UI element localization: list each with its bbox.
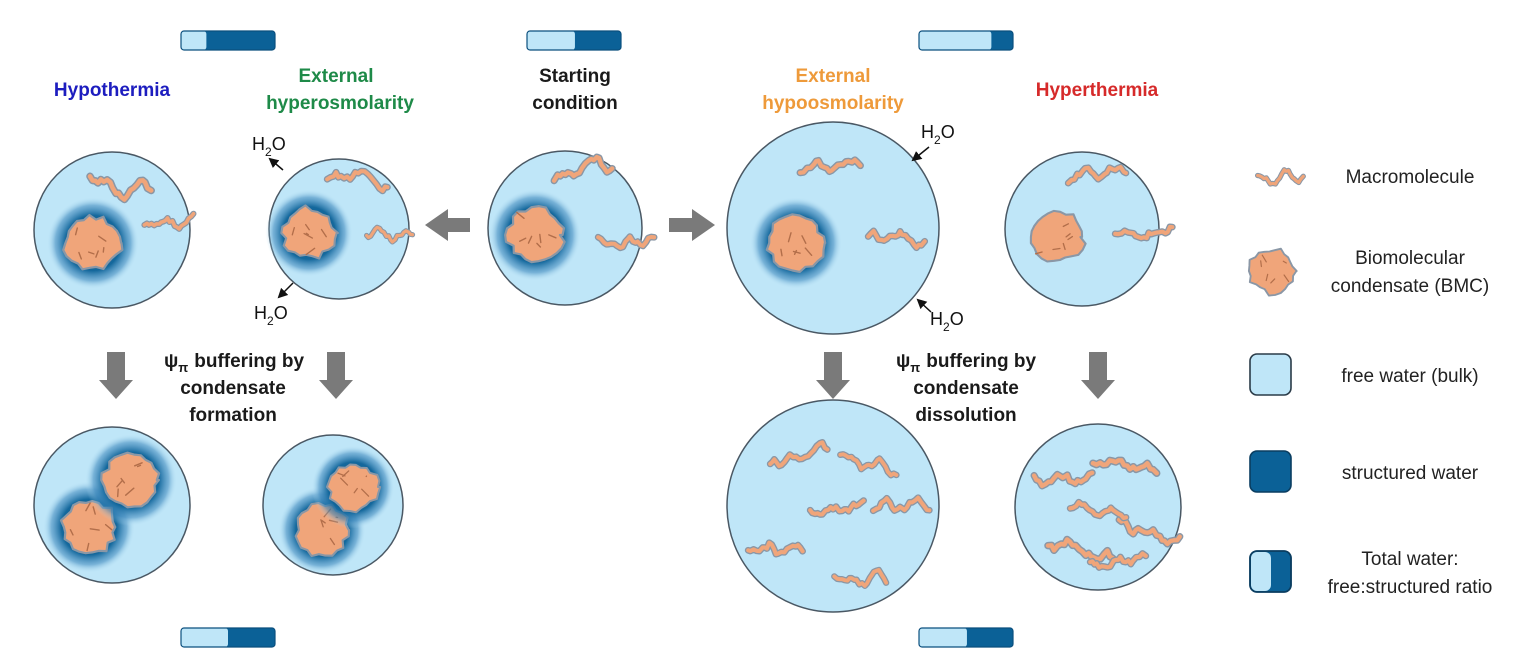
psi-symbol: ψ	[164, 351, 178, 372]
condensate-icon	[311, 445, 395, 529]
legend-label: Total water:	[1361, 549, 1458, 570]
cell-hyperthermia-after	[1014, 423, 1184, 591]
h2o-in-bottom: H2O	[916, 298, 964, 334]
buffering-line2: condensate	[180, 378, 286, 399]
macromolecule-icon	[1030, 469, 1096, 490]
buffering-line2: condensate	[913, 378, 1019, 399]
macromolecule-icon	[864, 227, 929, 252]
cells-layer	[33, 121, 1184, 613]
cell-hyperosmolarity	[265, 158, 416, 300]
legend-label: free:structured ratio	[1328, 577, 1493, 598]
condensate-icon	[1247, 247, 1298, 297]
bmc-icon	[1247, 247, 1298, 297]
macromolecule-icon	[1111, 223, 1176, 242]
buffering-line1: buffering by	[926, 351, 1036, 372]
condensate-icon	[489, 189, 581, 281]
macromolecule-icon	[1044, 535, 1117, 563]
legend-label: Macromolecule	[1346, 167, 1475, 188]
psi-subscript: π	[178, 360, 188, 375]
macromolecule-icon	[766, 439, 831, 470]
condensate-icon	[47, 197, 139, 289]
arrow-down-icon	[1081, 352, 1115, 399]
h2o-out-bottom: H2O	[254, 282, 294, 328]
macromolecule-icon	[744, 539, 806, 558]
macromolecule-icon	[1064, 163, 1130, 187]
macromolecule-icon	[869, 494, 933, 515]
ratio-bar-top-left	[180, 30, 276, 51]
macromolecule-icon	[806, 497, 867, 518]
cell-hypoosmolarity	[726, 121, 940, 335]
header-starting-line1: Starting	[539, 66, 611, 87]
svg-text:H2O: H2O	[252, 134, 286, 159]
structured-water-icon	[1249, 450, 1292, 493]
arrow-left-icon	[425, 209, 470, 241]
macromolecule-icon	[1089, 456, 1161, 477]
svg-text:H2O: H2O	[921, 122, 955, 147]
svg-text:H2O: H2O	[254, 303, 288, 328]
condensate-icon	[1029, 209, 1087, 263]
psi-symbol: ψ	[896, 351, 910, 372]
header-hypoosmolarity-line1: External	[796, 66, 871, 87]
macromolecule-icon	[837, 451, 900, 479]
header-hyperosmolarity-line1: External	[299, 66, 374, 87]
cell-starting	[487, 150, 658, 306]
header-starting-line2: condition	[532, 93, 617, 114]
h2o-in-top: H2O	[911, 122, 955, 162]
ratio-bar-bottom-right	[918, 627, 1014, 648]
cell-hyperthermia	[1004, 151, 1176, 307]
total-water-icon	[1249, 550, 1292, 593]
header-hyperosmolarity-line2: hyperosmolarity	[266, 93, 414, 114]
buffering-label-right: ψπ buffering by condensate dissolution	[896, 351, 1036, 426]
cell-hypoosmolarity-after	[726, 399, 940, 613]
arrow-down-icon	[319, 352, 353, 399]
macromolecule-icon	[86, 172, 155, 204]
legend-label: structured water	[1342, 463, 1479, 484]
legend-label: Biomolecular	[1355, 248, 1465, 269]
macromolecule-icon	[363, 224, 416, 245]
macromolecule-icon	[1254, 167, 1306, 187]
macromolecule-icon	[1254, 167, 1306, 187]
condensate-icon	[265, 189, 353, 277]
buffering-line1: buffering by	[194, 351, 304, 372]
psi-subscript: π	[910, 360, 920, 375]
cell-hypothermia	[33, 151, 197, 309]
arrow-right-icon	[669, 209, 715, 241]
ratio-bar-bottom-left	[180, 627, 276, 648]
cell-hyperosmolarity-after	[262, 434, 404, 576]
legend-label: free water (bulk)	[1341, 366, 1478, 387]
macromolecule-icon	[550, 153, 616, 185]
cell-hypothermia-after	[33, 426, 191, 584]
arrow-down-icon	[99, 352, 133, 399]
ratio-bar-top-center	[526, 30, 622, 51]
header-hypoosmolarity-line2: hypoosmolarity	[762, 93, 904, 114]
buffering-label-left: ψπ buffering by condensate formation	[164, 351, 304, 426]
ratio-bar-top-right	[918, 30, 1014, 51]
condensate-icon	[85, 434, 177, 526]
svg-text:H2O: H2O	[930, 309, 964, 334]
macromolecule-icon	[831, 566, 890, 589]
macromolecule-icon	[1086, 550, 1150, 571]
header-hyperthermia: Hyperthermia	[1036, 80, 1159, 101]
arrow-down-icon	[816, 352, 850, 399]
buffering-line3: formation	[189, 405, 277, 426]
macromolecule-icon	[1066, 498, 1130, 522]
macromolecule-icon	[796, 156, 864, 177]
condensate-icon	[750, 197, 842, 289]
legend-label: condensate (BMC)	[1331, 276, 1489, 297]
header-hypothermia: Hypothermia	[54, 80, 171, 101]
macromolecule-icon	[1115, 516, 1184, 548]
macromolecule-icon	[141, 210, 197, 232]
macromolecule-icon	[323, 167, 391, 195]
ratio-bars	[180, 30, 1014, 648]
free-water-icon	[1249, 353, 1292, 396]
macromolecule-icon	[594, 233, 658, 252]
buffering-line3: dissolution	[915, 405, 1016, 426]
h2o-out-top: H2O	[252, 134, 286, 171]
